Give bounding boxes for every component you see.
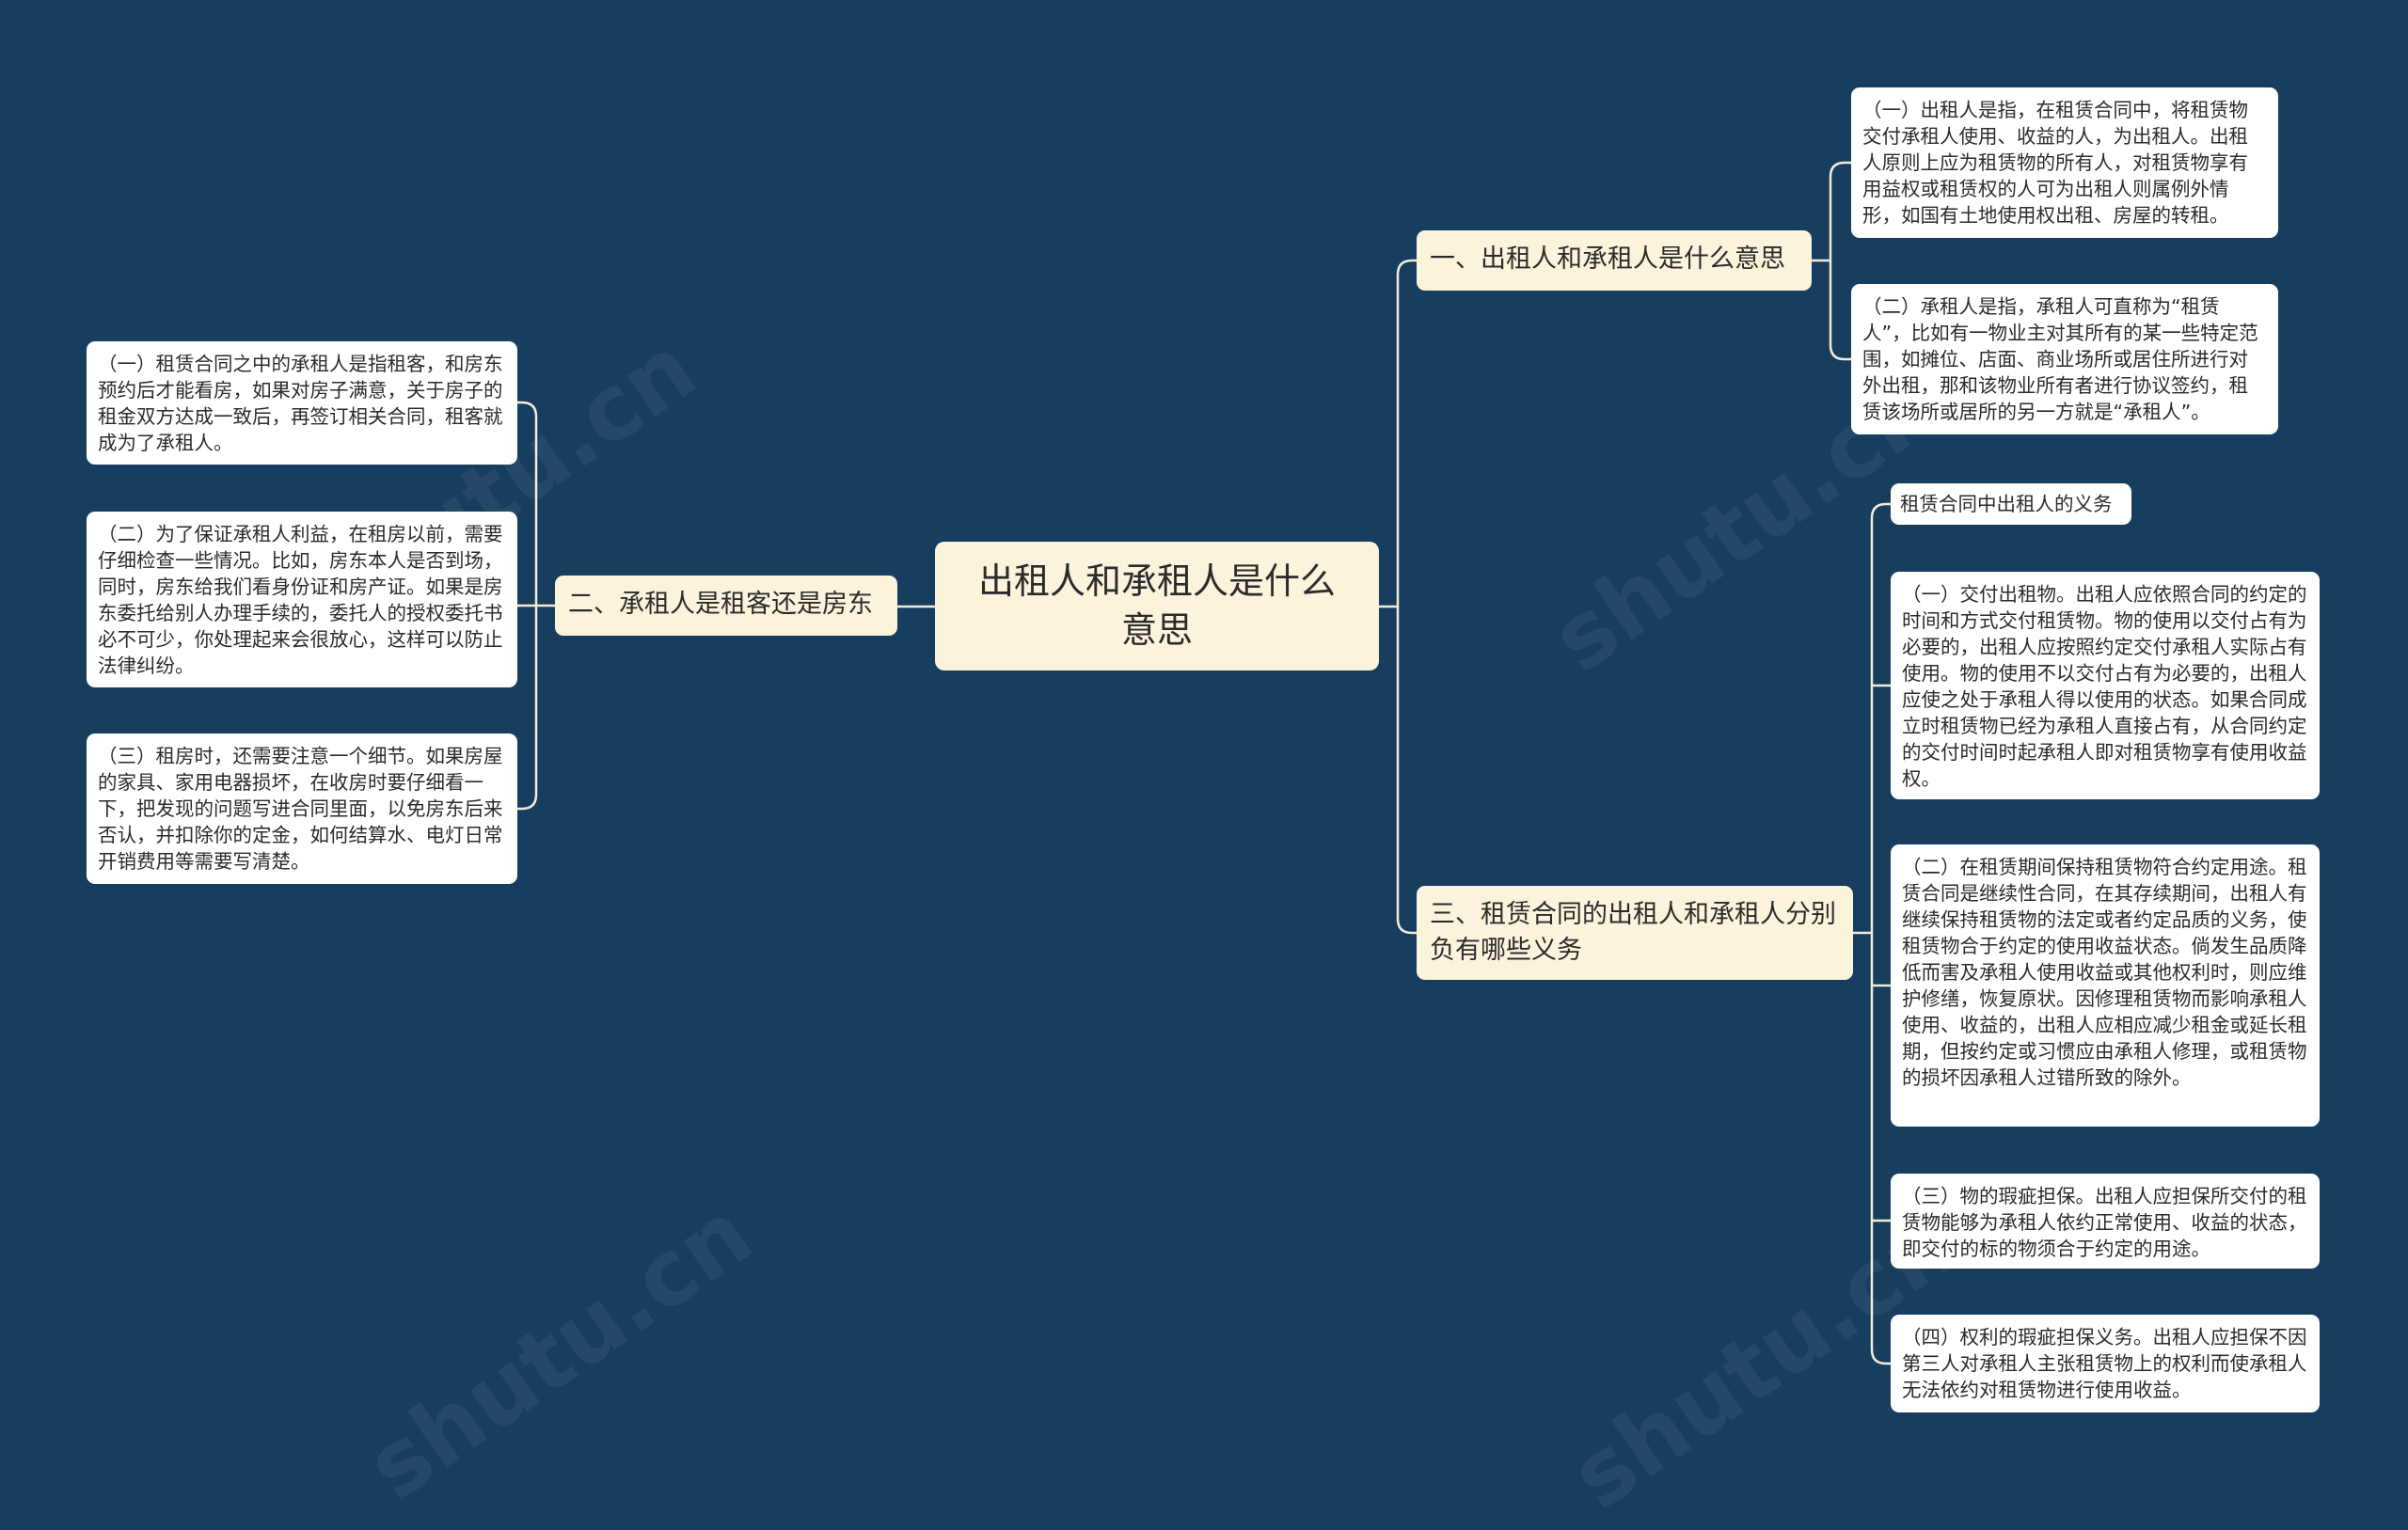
leaf-duty-4[interactable]: （四）权利的瑕疵担保义务。出租人应担保不因第三人对承租人主张租赁物上的权利而使承…: [1891, 1315, 2320, 1412]
branch-topic-1[interactable]: 一、出租人和承租人是什么意思: [1417, 230, 1812, 291]
root-topic[interactable]: 出租人和承租人是什么意思: [935, 542, 1379, 670]
leaf-tenant-1[interactable]: （一）租赁合同之中的承租人是指租客，和房东预约后才能看房，如果对房子满意，关于房…: [87, 341, 517, 465]
link-root-b1: [1377, 259, 1418, 608]
leaf-duty-3[interactable]: （三）物的瑕疵担保。出租人应担保所交付的租赁物能够为承租人依约正常使用、收益的状…: [1891, 1174, 2320, 1269]
link-b2-leaves: [515, 401, 557, 811]
leaf-duty-1[interactable]: （一）交付出租物。出租人应依照合同的约定的时间和方式交付租赁物。物的使用以交付占…: [1891, 572, 2320, 799]
leaf-duty-2[interactable]: （二）在租赁期间保持租赁物符合约定用途。租赁合同是继续性合同，在其存续期间，出租…: [1891, 844, 2320, 1127]
link-b3-leaves: [1851, 502, 1893, 1365]
leaf-lessor-duties-title[interactable]: 租赁合同中出租人的义务: [1891, 483, 2131, 525]
branch-topic-2[interactable]: 二、承租人是租客还是房东: [555, 576, 897, 636]
leaf-tenant-2[interactable]: （二）为了保证承租人利益，在租房以前，需要仔细检查一些情况。比如，房东本人是否到…: [87, 512, 517, 687]
leaf-lessee-definition[interactable]: （二）承租人是指，承租人可直称为“租赁人”，比如有一物业主对其所有的某一些特定范…: [1851, 284, 2278, 434]
leaf-lessor-definition[interactable]: （一）出租人是指，在租赁合同中，将租赁物交付承租人使用、收益的人，为出租人。出租…: [1851, 87, 2278, 238]
branch-topic-3[interactable]: 三、租赁合同的出租人和承租人分别负有哪些义务: [1417, 886, 1853, 980]
leaf-tenant-3[interactable]: （三）租房时，还需要注意一个细节。如果房屋的家具、家用电器损坏，在收房时要仔细看…: [87, 733, 517, 884]
link-root-b3: [1396, 605, 1418, 935]
link-b1-leaves: [1810, 161, 1853, 361]
